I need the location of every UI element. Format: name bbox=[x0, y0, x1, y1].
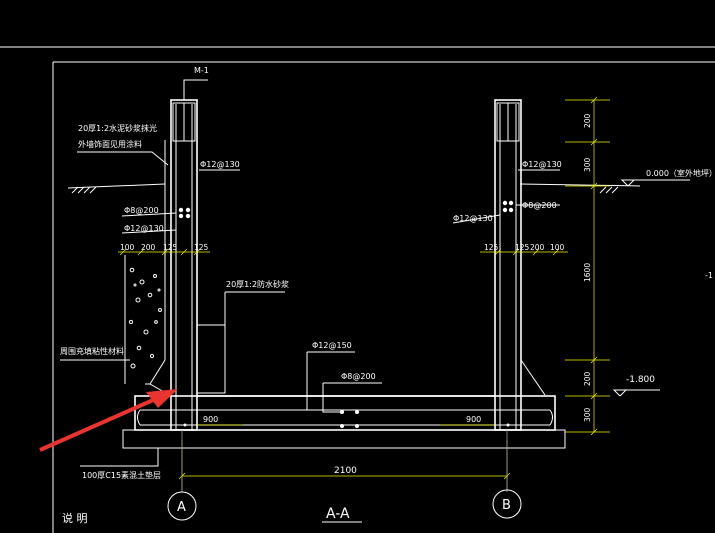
dim-haunch-left: 900 bbox=[203, 415, 218, 424]
backfill-zone bbox=[124, 255, 162, 384]
red-arrow-annotation bbox=[39, 389, 178, 452]
ground-line bbox=[67, 183, 641, 194]
inner-plaster bbox=[196, 292, 226, 394]
door-tag: M-1 bbox=[194, 66, 209, 75]
annotation-backfill: 周围充填粘性材料 bbox=[60, 346, 124, 356]
right-wall bbox=[494, 99, 546, 431]
dim-vertical-300b: 300 bbox=[583, 407, 592, 422]
section-title: A-A bbox=[326, 506, 350, 522]
dim-left-200: 200 bbox=[141, 243, 156, 252]
dim-vertical-300a: 300 bbox=[583, 157, 592, 172]
rebar-label-left-lower: Φ12@130 bbox=[124, 224, 164, 233]
dim-vertical-200: 200 bbox=[583, 113, 592, 128]
axis-label-a: A bbox=[177, 500, 186, 515]
annotation-base-cushion: 100厚C15素混土垫层 bbox=[82, 470, 161, 480]
dim-vertical-200b: 200 bbox=[583, 371, 592, 386]
drawing-frame bbox=[0, 46, 715, 533]
rebar-label-left-horiz: Φ8@200 bbox=[124, 206, 159, 215]
base-slab bbox=[122, 383, 566, 449]
rebar-label-slab-dist: Φ8@200 bbox=[341, 372, 376, 381]
elevation-marks bbox=[612, 179, 690, 397]
rebar-label-right-inner: Φ12@130 bbox=[453, 214, 493, 223]
annotation-waterproof-plaster: 20厚1:2防水砂浆 bbox=[226, 279, 289, 289]
dim-right-100: 100 bbox=[550, 243, 565, 252]
axis-label-b: B bbox=[502, 498, 511, 513]
edge-label: -1 bbox=[705, 271, 713, 280]
dim-haunch-right: 900 bbox=[466, 415, 481, 424]
elevation-bottom: -1.800 bbox=[626, 375, 655, 385]
notes-heading: 说 明 bbox=[62, 511, 88, 525]
dim-total: 2100 bbox=[334, 466, 357, 476]
dim-right-125b: 125 bbox=[515, 243, 530, 252]
dim-right-200: 200 bbox=[530, 243, 545, 252]
rebar-label-left-vert: Φ12@130 bbox=[200, 160, 240, 169]
left-wall bbox=[149, 99, 198, 431]
dim-left-125a: 125 bbox=[163, 243, 178, 252]
rebar-label-slab-top: Φ12@150 bbox=[312, 341, 352, 350]
dim-right-125a: 125 bbox=[484, 243, 499, 252]
dim-vertical-1600: 1600 bbox=[583, 263, 592, 282]
dim-left-100: 100 bbox=[120, 243, 135, 252]
elevation-ground: 0.000（室外地坪） bbox=[646, 168, 715, 178]
annotation-exterior-line1: 20厚1:2水泥砂浆抹光 bbox=[78, 123, 157, 133]
axis-bubble-a bbox=[167, 491, 197, 521]
axis-lines bbox=[181, 430, 508, 492]
rebar-label-right-vert: Φ12@130 bbox=[522, 160, 562, 169]
rebar-dots bbox=[178, 200, 514, 428]
leader-lines bbox=[60, 79, 560, 467]
annotation-exterior-line2: 外墙饰面见用涂料 bbox=[78, 139, 142, 149]
rebar-label-right-horiz: Φ8@200 bbox=[522, 201, 557, 210]
axis-bubble-b bbox=[492, 489, 522, 519]
dim-left-125b: 125 bbox=[194, 243, 209, 252]
